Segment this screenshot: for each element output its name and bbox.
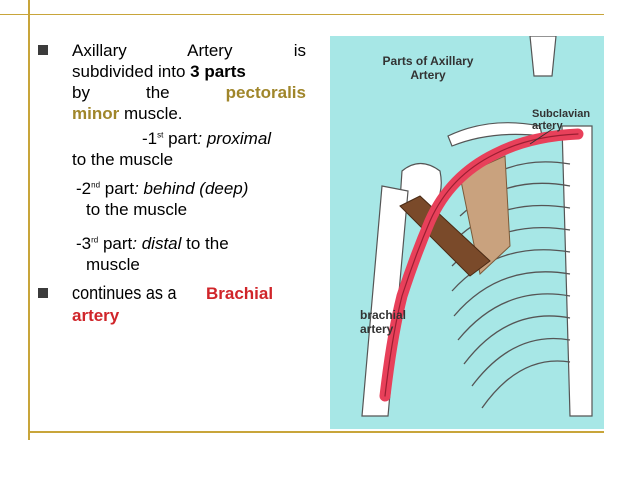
pectoralis-minor-muscle <box>399 195 491 277</box>
brachial-label: brachial artery <box>360 308 406 336</box>
text-segment: part <box>163 129 198 148</box>
part2-behind-deep: : behind (deep) <box>134 179 249 198</box>
bullet2-line1: continues as a Brachial <box>72 281 312 306</box>
brachial-highlight: Brachial <box>206 284 274 303</box>
figure-title-line2: Artery <box>410 68 446 82</box>
text-segment: muscle. <box>119 104 183 123</box>
text-segment: to the <box>181 234 229 253</box>
part2-superscript: nd <box>91 180 101 190</box>
word: is <box>293 41 306 60</box>
left-vertical-rule <box>28 0 30 440</box>
text-segment: subdivided into <box>72 62 191 81</box>
text-segment: part <box>100 179 135 198</box>
anatomy-figure: Parts of Axillary Artery Subclavian arte… <box>330 36 604 429</box>
part1-line2: to the muscle <box>72 150 174 169</box>
top-horizontal-rule <box>0 14 604 15</box>
part3-superscript: rd <box>91 235 99 245</box>
subclavian-label-line2: artery <box>532 120 563 132</box>
part2-number: -2 <box>76 179 92 198</box>
text-segment: part <box>98 234 133 253</box>
word: by <box>72 83 90 102</box>
pectoralis-highlight: pectoralis <box>225 83 306 102</box>
bullet2-line2: artery <box>72 306 120 325</box>
part1-superscript: st <box>157 130 164 140</box>
three-parts-bold: 3 parts <box>190 62 246 81</box>
bullet1-line2: subdivided into 3 parts <box>72 61 306 82</box>
part3-number: -3 <box>76 234 92 253</box>
subclavian-label: Subclavian artery <box>532 108 590 132</box>
continues-as-text: continues as a <box>72 283 177 303</box>
bullet1-line1: Axillary Artery is <box>72 40 306 61</box>
bullet1-line4: minor muscle. <box>72 103 306 124</box>
figure-title: Parts of Axillary Artery <box>366 54 490 82</box>
minor-highlight: minor <box>72 104 120 123</box>
part3-line1: -3rd part: distal to the <box>76 233 312 254</box>
anatomy-illustration <box>361 36 593 417</box>
brachial-label-line1: brachial <box>360 308 407 322</box>
part3-line2: muscle <box>86 255 140 274</box>
bullet-square-2 <box>38 288 48 298</box>
part3-distal: : distal <box>132 234 182 253</box>
word: Axillary <box>72 41 127 60</box>
part1-line1: -1st part: proximal <box>142 128 312 149</box>
word: Artery <box>187 41 233 60</box>
artery-path <box>379 128 584 402</box>
part1-proximal: : proximal <box>197 129 272 148</box>
figure-title-line1: Parts of Axillary <box>382 54 474 68</box>
bullet-square-1 <box>38 45 48 55</box>
skeleton-bones <box>361 36 593 417</box>
subclavian-label-line1: Subclavian <box>532 108 591 120</box>
bottom-horizontal-rule <box>28 431 604 433</box>
part2-line2: to the muscle <box>86 200 188 219</box>
bullet1-line3: by the pectoralis <box>72 82 306 103</box>
brachial-label-line2: artery <box>360 322 394 336</box>
part2-line1: -2nd part: behind (deep) <box>76 178 312 199</box>
part1-number: -1 <box>142 129 158 148</box>
word: the <box>146 83 170 102</box>
subclavian-pointer <box>529 127 555 145</box>
